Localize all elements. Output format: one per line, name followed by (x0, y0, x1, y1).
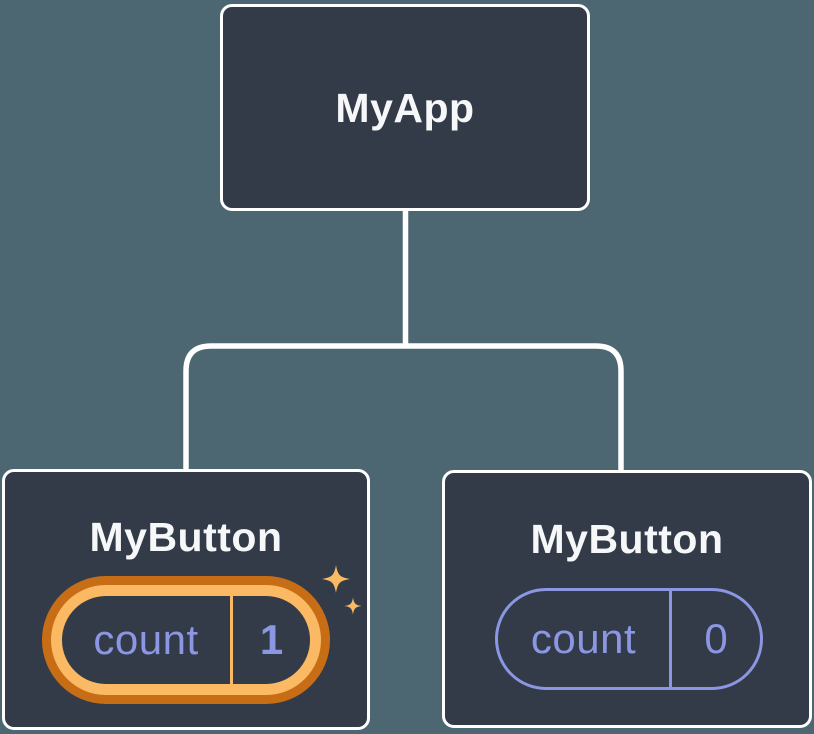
state-key-label: count (93, 616, 199, 663)
state-pill: count 0 (495, 588, 763, 690)
child-node-label: MyButton (530, 516, 724, 562)
state-key-label: count (530, 615, 637, 662)
tree-node-child-left: MyButton count 1 (2, 469, 370, 730)
tree-node-child-right: MyButton count 0 (442, 470, 812, 728)
state-key-cell: count (498, 591, 669, 687)
state-value-label: 1 (259, 616, 284, 663)
state-value-cell: 1 (230, 596, 310, 684)
sparkles-icon (322, 565, 362, 615)
state-value-cell: 0 (669, 591, 760, 687)
tree-node-root: MyApp (220, 4, 590, 211)
state-key-cell: count (62, 596, 230, 684)
state-value-label: 0 (704, 615, 728, 662)
root-node-label: MyApp (335, 84, 475, 131)
child-node-label: MyButton (89, 514, 283, 560)
state-pill: count 1 (62, 596, 310, 684)
state-pill-highlight-band: count 1 (51, 585, 321, 695)
state-pill-highlight-ring: count 1 (42, 576, 330, 704)
